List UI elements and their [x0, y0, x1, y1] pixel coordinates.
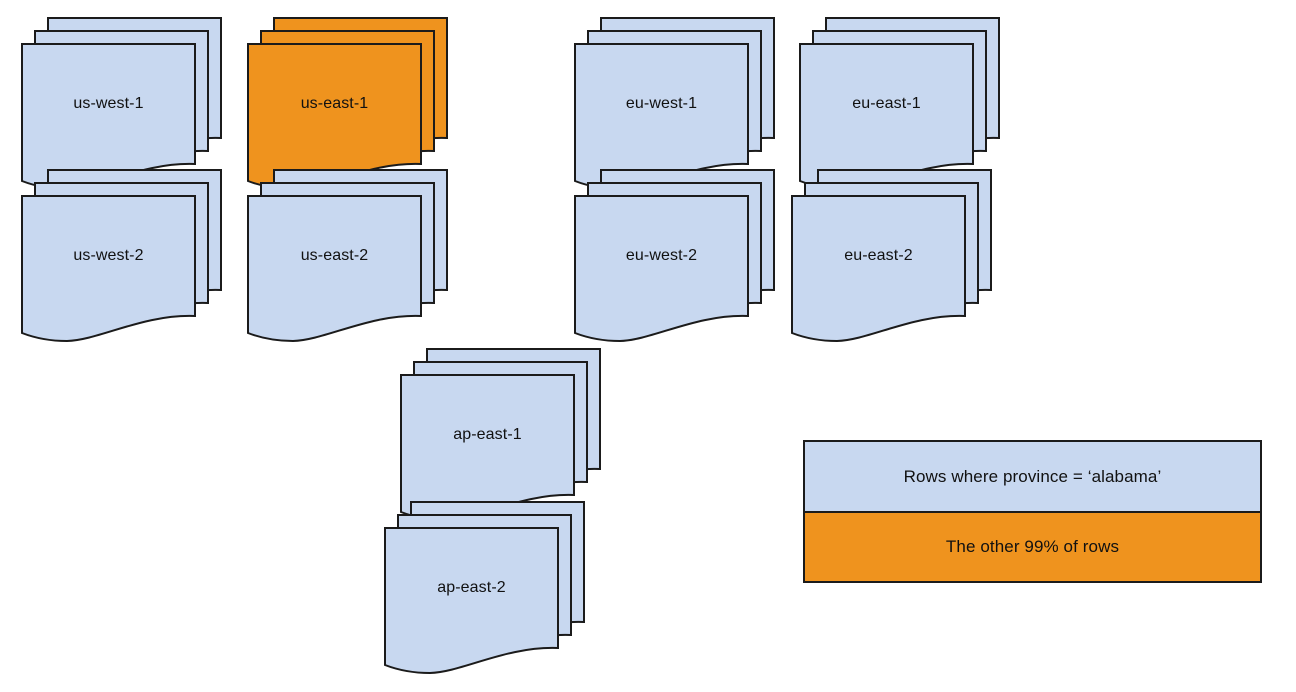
document-stack-shape-us-east-2: [247, 169, 448, 343]
legend-label-blue: Rows where province = ‘alabama’: [903, 466, 1162, 486]
document-sheet: [799, 43, 974, 191]
document-stack-shape-eu-east-2: [791, 169, 992, 343]
document-stack-shape-eu-west-2: [574, 169, 775, 343]
document-stack-eu-west-1[interactable]: eu-west-1: [574, 17, 775, 204]
legend-row-orange: The other 99% of rows: [805, 513, 1260, 581]
document-stack-shape-eu-east-1: [799, 17, 1000, 191]
document-stack-shape-ap-east-2: [384, 501, 585, 675]
document-sheet: [400, 374, 575, 522]
document-stack-shape-eu-west-1: [574, 17, 775, 191]
document-stack-shape-us-east-1: [247, 17, 448, 191]
document-stack-us-east-1[interactable]: us-east-1: [247, 17, 448, 204]
document-sheet: [21, 195, 196, 343]
document-sheet: [384, 527, 559, 675]
document-sheet: [247, 195, 422, 343]
document-sheet: [574, 43, 749, 191]
legend: Rows where province = ‘alabama’ The other…: [803, 440, 1262, 583]
document-stack-us-west-1[interactable]: us-west-1: [21, 17, 222, 204]
document-stack-shape-us-west-1: [21, 17, 222, 191]
document-stack-us-west-2[interactable]: us-west-2: [21, 169, 222, 356]
legend-label-orange: The other 99% of rows: [945, 537, 1120, 556]
document-stack-ap-east-2[interactable]: ap-east-2: [384, 501, 585, 688]
document-sheet: [574, 195, 749, 343]
legend-row-blue: Rows where province = ‘alabama’: [805, 442, 1260, 513]
document-stack-us-east-2[interactable]: us-east-2: [247, 169, 448, 356]
document-sheet: [21, 43, 196, 191]
document-stack-eu-west-2[interactable]: eu-west-2: [574, 169, 775, 356]
document-stack-eu-east-2[interactable]: eu-east-2: [791, 169, 992, 356]
document-stack-shape-us-west-2: [21, 169, 222, 343]
document-sheet: [247, 43, 422, 191]
document-sheet: [791, 195, 966, 343]
